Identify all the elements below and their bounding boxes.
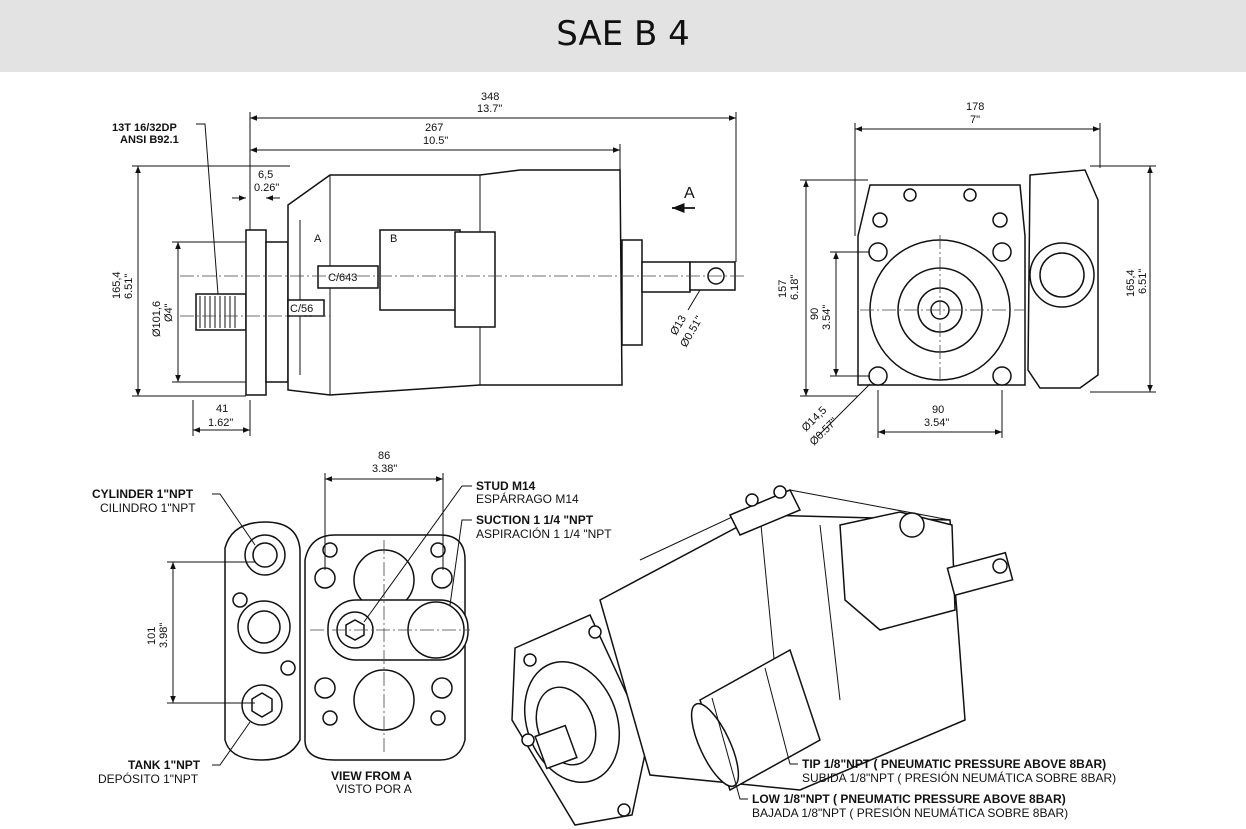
low-port-label-es: BAJADA 1/8"NPT ( PRESIÓN NEUMÁTICA SOBRE… [752, 805, 1068, 820]
dim-pilot-dia: Ø101,6 [151, 301, 163, 337]
dim-13-7: 13.7" [477, 103, 502, 115]
dim-6-5: 6,5 [258, 169, 273, 181]
dim-90-h: 90 [932, 404, 944, 416]
dim-178: 178 [966, 101, 984, 113]
port-a-label: A [314, 233, 322, 245]
dim-7: 7" [970, 114, 980, 126]
tank-port-label-es: DEPÓSITO 1"NPT [98, 771, 199, 786]
low-port-label: LOW 1/8"NPT ( PNEUMATIC PRESSURE ABOVE 8… [752, 792, 1066, 806]
tip-port-label-es: SUBIDA 1/8"NPT ( PRESIÓN NEUMÁTICA SOBRE… [802, 770, 1116, 785]
dim-3-54-h: 3.54" [924, 417, 949, 429]
code-label: C/56 [290, 303, 313, 315]
page-title: SAE B 4 [556, 14, 690, 54]
mounting-flange [245, 229, 267, 396]
cylinder-port-label: CYLINDER 1"NPT [92, 487, 194, 501]
iso-rear-cover [839, 511, 956, 631]
dim-101: 101 [146, 627, 158, 645]
brand-plate [317, 265, 379, 289]
side-view: C/643 C/56 A B A 348 13.7" 267 10.5" 6,5… [111, 91, 745, 436]
cylinder-port-label-es: CILINDRO 1"NPT [100, 501, 196, 515]
view-from-a-label-es: VISTO POR A [336, 782, 412, 796]
isometric-view: TIP 1/8"NPT ( PNEUMATIC PRESSURE ABOVE 8… [511, 485, 1116, 826]
dim-90-v: 90 [809, 308, 821, 320]
dim-267: 267 [425, 122, 443, 134]
spline-standard-label: ANSI B92.1 [120, 134, 179, 146]
suction-port-label-es: ASPIRACIÓN 1 1/4 "NPT [476, 526, 612, 541]
dim-3-54-v: 3.54" [821, 305, 833, 330]
dim-0-26: 0.26" [254, 182, 279, 194]
brand-label: C/643 [328, 272, 357, 284]
suction-port-label: SUCTION 1 1/4 "NPT [476, 513, 594, 527]
title-bar [0, 0, 1246, 72]
dim-165-4-right: 165,4 [1125, 269, 1137, 297]
dim-41: 41 [216, 403, 228, 415]
dim-1-62: 1.62" [208, 417, 233, 429]
stud-label-es: ESPÁRRAGO M14 [476, 491, 579, 506]
input-shaft-spline [195, 293, 247, 331]
dim-3-98: 3.98" [158, 623, 170, 648]
port-b-label: B [390, 233, 397, 245]
dim-348: 348 [481, 91, 499, 103]
front-view: 178 7" 157 6.18" 90 3.54" 165,4 6.51" 90… [777, 101, 1156, 448]
spline-spec-label: 13T 16/32DP [112, 122, 177, 134]
dim-pilot-dia-in: Ø4" [163, 303, 175, 322]
dim-86: 86 [378, 450, 390, 462]
dim-157: 157 [777, 280, 789, 298]
dim-165-4: 165,4 [111, 271, 123, 299]
stud-label: STUD M14 [476, 479, 536, 493]
dim-10-5: 10.5" [423, 135, 448, 147]
dim-6-51-right: 6.51" [1137, 269, 1149, 294]
tip-port-label: TIP 1/8"NPT ( PNEUMATIC PRESSURE ABOVE 8… [802, 757, 1106, 771]
dim-6-18: 6.18" [789, 275, 801, 300]
view-arrow-label: A [684, 185, 695, 202]
view-from-a: 86 3.38" 101 3.98" CYLINDER 1"NPT CILIND… [92, 450, 612, 796]
tank-port-label: TANK 1"NPT [128, 758, 201, 772]
dim-6-51: 6.51" [123, 274, 135, 299]
view-from-a-label: VIEW FROM A [331, 769, 412, 783]
iso-shaft [534, 724, 578, 770]
dim-3-38: 3.38" [372, 463, 397, 475]
